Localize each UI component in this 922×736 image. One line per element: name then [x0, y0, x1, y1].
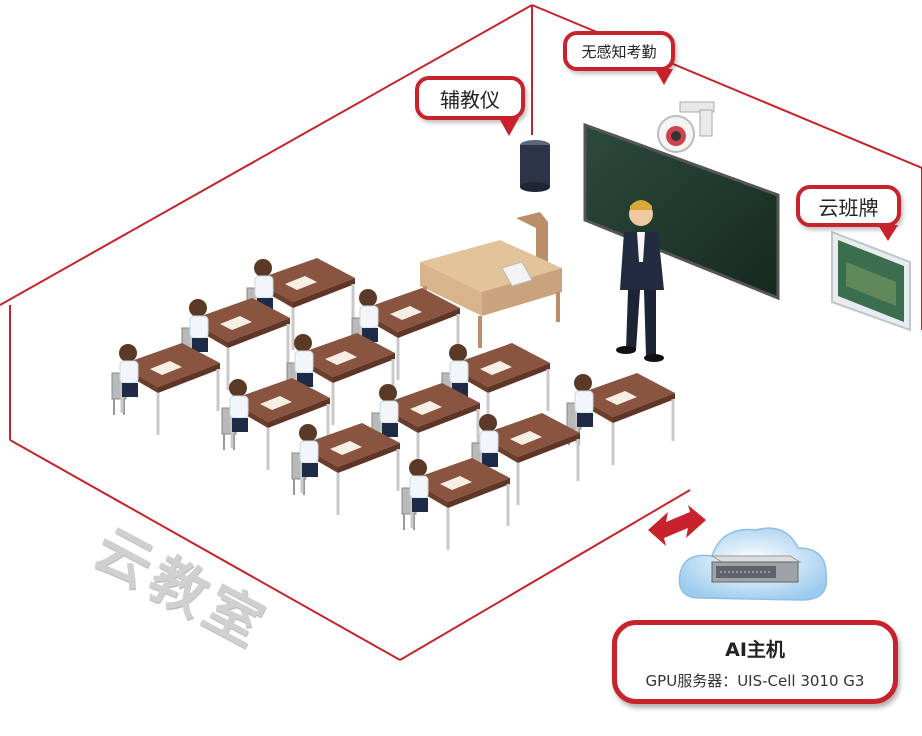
attendance-label: 无感知考勤	[563, 31, 675, 85]
ai-host-title: AI主机	[725, 639, 785, 661]
ai-host-box: AI主机 GPU服务器：UIS-Cell 3010 G3	[612, 620, 898, 704]
student-desks	[110, 256, 677, 552]
class-board-label: 云班牌	[796, 185, 901, 241]
assistant-device-text: 辅教仪	[440, 87, 500, 112]
teacher-desk	[420, 212, 562, 348]
class-board-icon	[831, 230, 911, 332]
attendance-text: 无感知考勤	[581, 42, 657, 61]
camera-icon	[657, 101, 715, 153]
teacher-icon	[616, 200, 664, 362]
sync-arrow-icon	[648, 505, 706, 546]
ai-host-subtitle: GPU服务器：UIS-Cell 3010 G3	[645, 672, 865, 690]
server-icon	[710, 555, 802, 583]
blackboard-icon	[583, 122, 780, 301]
assistant-device-label: 辅教仪	[415, 76, 525, 136]
class-board-text: 云班牌	[818, 195, 879, 220]
speaker-icon	[520, 140, 550, 192]
